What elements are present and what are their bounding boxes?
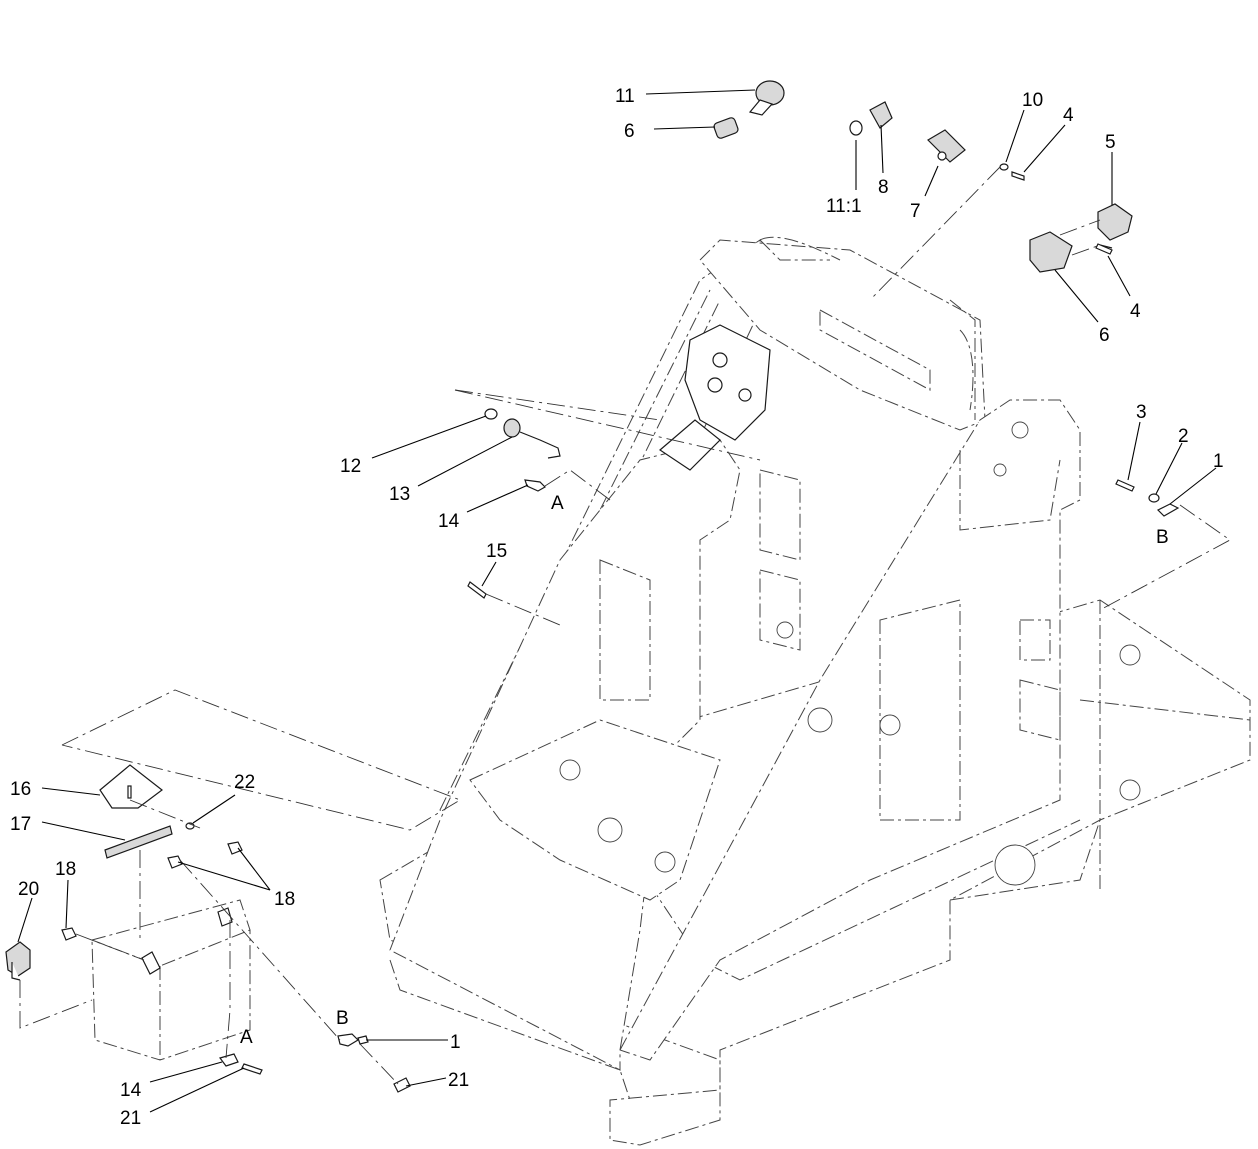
- callout-4-mid: 4: [1130, 301, 1141, 322]
- battery: [91, 899, 251, 1061]
- callout-6-top: 6: [624, 121, 635, 142]
- callout-7: 7: [910, 201, 921, 222]
- callout-10: 10: [1022, 90, 1043, 111]
- connector-part-6-top: [713, 117, 739, 139]
- washer-screw-top: [999, 163, 1025, 181]
- callout-8: 8: [878, 177, 889, 198]
- callout-20: 20: [18, 879, 39, 900]
- callout-B-bottom: B: [336, 1008, 349, 1029]
- bracket-part-16: [99, 764, 163, 809]
- callout-4-top: 4: [1063, 105, 1074, 126]
- relay-part-5: [1097, 203, 1133, 241]
- callout-15: 15: [486, 541, 507, 562]
- valve-block: [659, 324, 771, 471]
- callout-A-top: A: [551, 493, 564, 514]
- callout-21-left: 21: [120, 1108, 141, 1129]
- relay-base-part-6: [1029, 231, 1113, 273]
- sensor-part-13: [484, 408, 561, 459]
- callout-14-top: 14: [438, 511, 460, 532]
- key-switch-part-8: [849, 101, 893, 136]
- leader-lines: [17, 89, 1217, 1113]
- centerlines: [19, 166, 1231, 1085]
- callout-B-top: B: [1156, 527, 1169, 548]
- strip-part-17: [104, 825, 173, 859]
- callout-11-1: 11:1: [826, 196, 862, 217]
- callout-21-right: 21: [448, 1070, 469, 1091]
- callout-6-mid: 6: [1099, 325, 1110, 346]
- callout-11-top: 11: [615, 86, 635, 107]
- switch-part-11: [748, 80, 785, 116]
- bolt-washer-terminal-right: [1115, 479, 1180, 517]
- callout-2: 2: [1178, 426, 1189, 447]
- callout-22: 22: [234, 772, 255, 793]
- callout-12: 12: [340, 456, 361, 477]
- hour-meter-part-7: [927, 129, 966, 163]
- callout-A-bottom: A: [240, 1027, 253, 1048]
- callout-18-right: 18: [274, 889, 295, 910]
- callout-16: 16: [10, 779, 31, 800]
- wing-nuts-part-18: [61, 841, 243, 941]
- callout-13: 13: [389, 484, 410, 505]
- callout-labels: 11 6 8 11:1 7 10 4 5 4 6 3 2 1 B 12 13 1…: [10, 86, 1224, 1129]
- callout-5: 5: [1105, 132, 1116, 153]
- screw-part-4-mid: [1095, 243, 1113, 255]
- callout-3: 3: [1136, 402, 1147, 423]
- callout-17: 17: [10, 814, 31, 835]
- cover-part-20: [5, 941, 31, 981]
- bottom-fasteners: [218, 1033, 411, 1093]
- callout-1-top: 1: [1213, 451, 1224, 472]
- main-frame: [379, 236, 1251, 1146]
- callout-1-bottom: 1: [450, 1032, 461, 1053]
- bolt-part-15: [467, 581, 487, 599]
- callout-14-bottom: 14: [120, 1080, 142, 1101]
- callout-18-left: 18: [55, 859, 76, 880]
